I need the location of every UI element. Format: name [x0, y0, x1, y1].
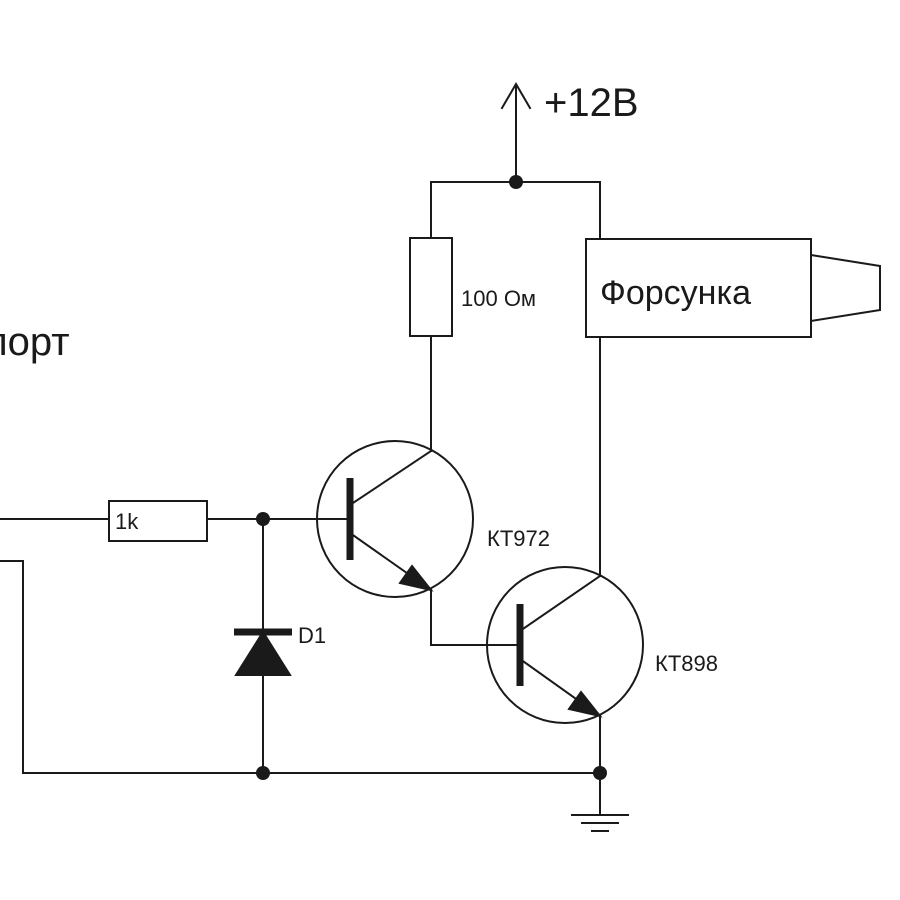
supply-label: +12В [544, 81, 639, 125]
transistor-kt972-label: КТ972 [487, 526, 550, 551]
transistor-kt898: КТ898 [486, 566, 718, 724]
supply-terminal: +12В [500, 81, 639, 183]
injector-label: Форсунка [600, 274, 751, 312]
resistor-100-ohm-label: 100 Ом [461, 286, 536, 311]
resistor-1k: 1k [108, 500, 208, 542]
port-label: порт [0, 320, 70, 364]
ground-symbol [571, 715, 629, 832]
resistor-1k-label: 1k [115, 509, 139, 534]
diode-d1: D1 [234, 518, 326, 774]
injector: Форсунка [585, 238, 881, 338]
junction-ground-left [256, 766, 270, 780]
transistor-kt898-label: КТ898 [655, 651, 718, 676]
diode-d1-label: D1 [298, 623, 326, 648]
port-ground-wire [0, 560, 601, 774]
transistor-kt972: КТ972 [316, 440, 550, 598]
junction-top [509, 175, 523, 189]
top-rail [430, 175, 601, 239]
junction-ground-right [593, 766, 607, 780]
resistor-100-ohm: 100 Ом [409, 237, 536, 337]
